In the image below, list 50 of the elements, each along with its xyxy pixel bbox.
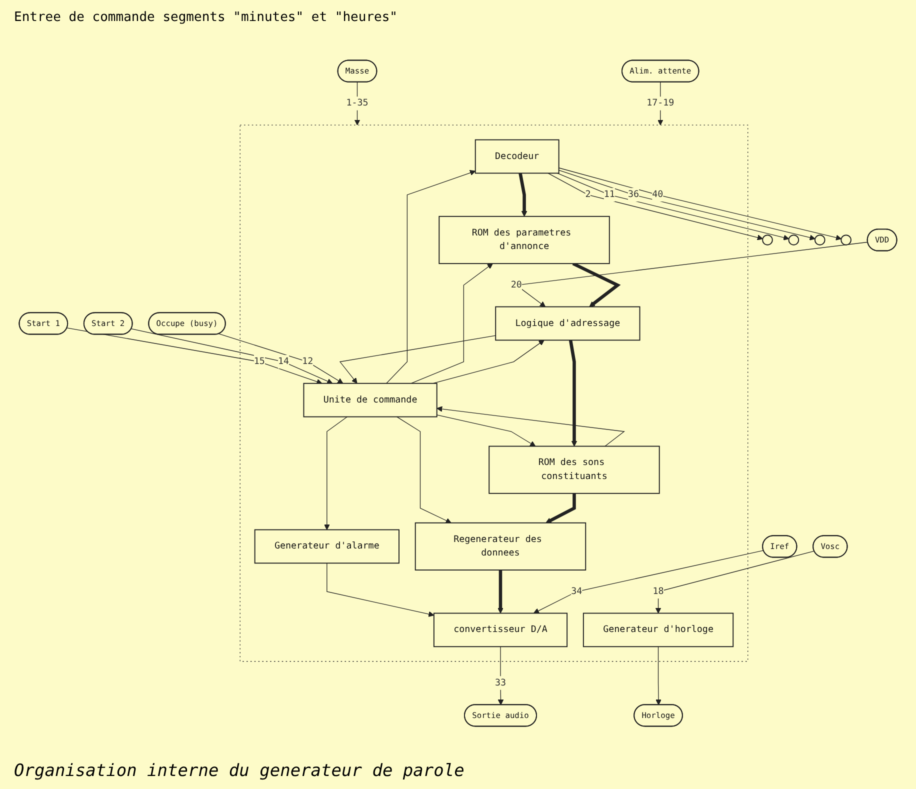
node-box: Generateur d'horloge: [582, 612, 734, 647]
edge-label: 11: [604, 189, 615, 200]
edge-label: 36: [628, 189, 639, 200]
edge-label: 12: [302, 356, 314, 366]
edge-label: 34: [571, 586, 582, 596]
arrow: [436, 414, 536, 446]
edge-label: 14: [278, 356, 290, 366]
arrow: [436, 406, 625, 446]
arrow: [546, 493, 576, 523]
node-circle: [788, 234, 800, 246]
arrow: [498, 646, 504, 705]
arrow: [656, 646, 662, 705]
arrow: [572, 262, 621, 307]
arrow: [533, 550, 764, 614]
arrow: [218, 333, 344, 384]
arrow: [396, 416, 452, 524]
node-box: ROM des sons constituants: [488, 446, 660, 494]
arrow: [324, 416, 348, 530]
node-circle: [814, 234, 826, 246]
arrow: [655, 550, 815, 614]
edge-label: 2: [585, 189, 591, 200]
caption: Organisation interne du generateur de parole: [14, 761, 466, 781]
arrow: [66, 327, 322, 384]
node-circle: [762, 234, 773, 246]
edge-label: 1-35: [346, 98, 368, 108]
edge-label: 15: [254, 356, 265, 366]
node-box: Generateur d'alarme: [254, 529, 400, 564]
edge-label: 17-19: [646, 98, 674, 108]
arrow: [498, 570, 504, 614]
node-box: Decodeur: [474, 139, 560, 174]
edge-label: 20: [510, 279, 522, 290]
arrow: [339, 335, 496, 384]
edge-label: 18: [652, 586, 664, 596]
edge-label: 33: [494, 677, 506, 688]
arrow: [518, 172, 528, 216]
arrow: [131, 328, 333, 384]
arrow: [354, 81, 360, 126]
node-box: Regenerateur des donnees: [414, 522, 586, 570]
arrow: [432, 340, 544, 384]
arrow: [326, 562, 434, 617]
node-circle: [840, 234, 852, 246]
arrow: [386, 170, 476, 384]
node-box: convertisseur D/A: [433, 612, 568, 647]
edge-label: 40: [652, 189, 664, 200]
arrow: [568, 340, 578, 446]
node-box: Unite de commande: [303, 382, 438, 418]
note-text: Entree de commande segments "minutes" et "heures": [14, 10, 398, 25]
node-box: ROM des parametres d'annonce: [438, 216, 610, 264]
arrow: [410, 263, 493, 384]
node-box: Logique d'adressage: [495, 306, 640, 340]
